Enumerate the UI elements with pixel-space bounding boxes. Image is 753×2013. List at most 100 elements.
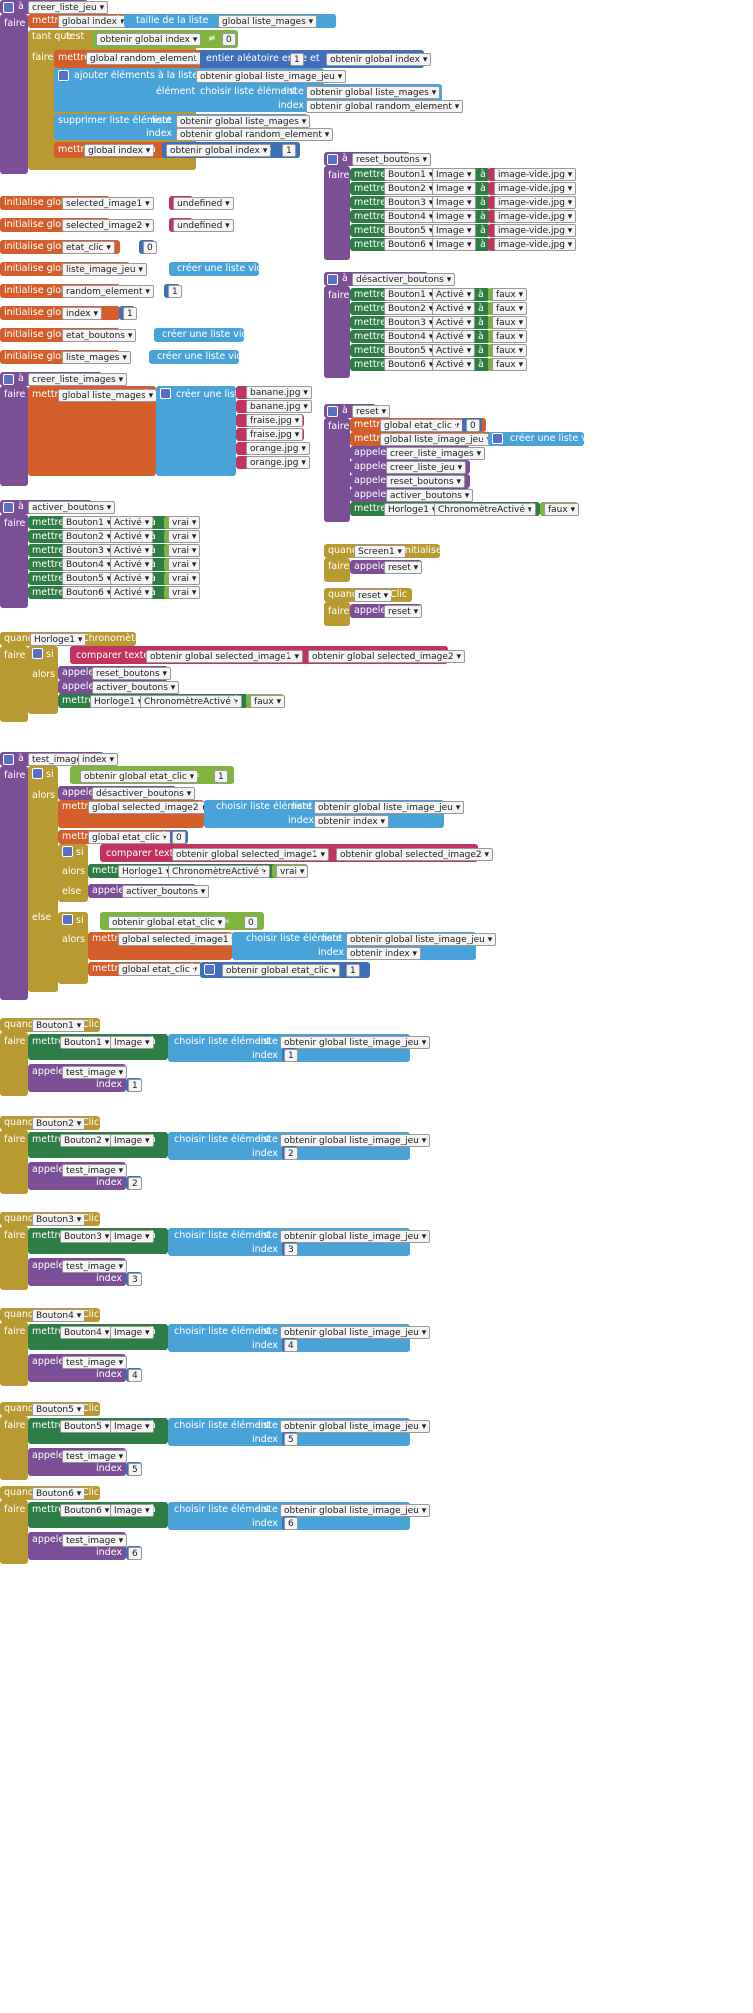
field-chip[interactable]: activer_boutons ▾	[92, 681, 180, 694]
field-chip[interactable]: test_image ▾	[62, 1260, 128, 1273]
field-chip[interactable]: Bouton4 ▾	[62, 558, 116, 571]
field-chip[interactable]: Activé ▾	[432, 358, 476, 371]
event-body[interactable]	[324, 602, 350, 626]
field-chip[interactable]: Bouton6 ▾	[32, 1487, 86, 1500]
field-chip[interactable]: global index ▾	[84, 144, 155, 157]
field-chip[interactable]: Bouton5 ▾	[384, 224, 438, 237]
field-chip[interactable]: obtenir global liste_image_jeu ▾	[280, 1420, 431, 1433]
value-block[interactable]	[154, 328, 244, 342]
procedure-body[interactable]	[0, 766, 28, 1000]
field-chip[interactable]: 4	[284, 1339, 298, 1352]
field-chip[interactable]: Activé ▾	[432, 288, 476, 301]
value-block[interactable]	[169, 262, 259, 276]
event-body[interactable]	[0, 1032, 28, 1096]
field-chip[interactable]: vrai ▾	[168, 516, 201, 529]
field-chip[interactable]: obtenir global index ▾	[96, 33, 202, 46]
field-chip[interactable]: creer_liste_jeu ▾	[28, 1, 109, 14]
field-chip[interactable]: Image ▾	[432, 210, 476, 223]
field-chip[interactable]: Bouton2 ▾	[60, 1134, 114, 1147]
field-chip[interactable]: obtenir global liste_image_jeu ▾	[314, 801, 465, 814]
field-chip[interactable]: Image ▾	[432, 168, 476, 181]
field-chip[interactable]: Bouton2 ▾	[384, 182, 438, 195]
field-chip[interactable]: Activé ▾	[110, 572, 154, 585]
field-chip[interactable]: ChronomètreActivé ▾	[434, 503, 537, 516]
procedure-body[interactable]	[0, 386, 28, 486]
field-chip[interactable]: liste_image_jeu ▾	[62, 263, 147, 276]
field-chip[interactable]: image-vide.jpg ▾	[494, 224, 577, 237]
event-body[interactable]	[0, 1500, 28, 1564]
field-chip[interactable]: vrai ▾	[276, 865, 309, 878]
field-chip[interactable]: creer_liste_images ▾	[386, 447, 486, 460]
field-chip[interactable]: obtenir global liste_image_jeu ▾	[280, 1036, 431, 1049]
field-chip[interactable]: Image ▾	[110, 1036, 154, 1049]
field-chip[interactable]: Image ▾	[110, 1134, 154, 1147]
field-chip[interactable]: 1	[284, 1049, 298, 1062]
procedure-body[interactable]	[0, 514, 28, 608]
field-chip[interactable]: Image ▾	[110, 1230, 154, 1243]
field-chip[interactable]: image-vide.jpg ▾	[494, 168, 577, 181]
field-chip[interactable]: 6	[128, 1547, 142, 1560]
field-chip[interactable]: reset_boutons ▾	[386, 475, 466, 488]
field-chip[interactable]: Horloge1 ▾	[384, 503, 441, 516]
field-chip[interactable]: test_image ▾	[62, 1066, 128, 1079]
field-chip[interactable]: obtenir global random_element ▾	[176, 128, 334, 141]
field-chip[interactable]: Bouton1 ▾	[384, 288, 438, 301]
field-chip[interactable]: Activé ▾	[110, 516, 154, 529]
field-chip[interactable]: Image ▾	[432, 196, 476, 209]
field-chip[interactable]: obtenir index ▾	[314, 815, 390, 828]
field-chip[interactable]: Activé ▾	[110, 544, 154, 557]
field-chip[interactable]: 1	[346, 964, 360, 977]
field-chip[interactable]: Activé ▾	[432, 330, 476, 343]
value-block[interactable]	[149, 350, 239, 364]
field-chip[interactable]: Bouton6 ▾	[62, 586, 116, 599]
field-chip[interactable]: obtenir global index ▾	[326, 53, 432, 66]
field-chip[interactable]: obtenir global random_element ▾	[306, 100, 464, 113]
field-chip[interactable]: global etat_clic ▾	[88, 831, 172, 844]
field-chip[interactable]: 1	[168, 285, 182, 298]
event-body[interactable]	[0, 1226, 28, 1290]
field-chip[interactable]: 5	[284, 1433, 298, 1446]
field-chip[interactable]: Bouton5 ▾	[384, 344, 438, 357]
field-chip[interactable]: faux ▾	[492, 316, 528, 329]
field-chip[interactable]: test_image ▾	[62, 1164, 128, 1177]
field-chip[interactable]: global etat_clic ▾	[118, 963, 202, 976]
field-chip[interactable]: ChronomètreActivé ▾	[168, 865, 271, 878]
field-chip[interactable]: Image ▾	[110, 1326, 154, 1339]
field-chip[interactable]: Bouton1 ▾	[60, 1036, 114, 1049]
field-chip[interactable]: 0	[244, 916, 258, 929]
field-chip[interactable]: vrai ▾	[168, 586, 201, 599]
field-chip[interactable]: test_image ▾	[62, 1450, 128, 1463]
field-chip[interactable]: Bouton5 ▾	[62, 572, 116, 585]
field-chip[interactable]: etat_boutons ▾	[62, 329, 137, 342]
field-chip[interactable]: global liste_mages ▾	[218, 15, 318, 28]
field-chip[interactable]: undefined ▾	[173, 219, 234, 232]
field-chip[interactable]: image-vide.jpg ▾	[494, 238, 577, 251]
field-chip[interactable]: activer_boutons ▾	[122, 885, 210, 898]
field-chip[interactable]: obtenir index ▾	[346, 947, 422, 960]
field-chip[interactable]: Bouton5 ▾	[32, 1403, 86, 1416]
field-chip[interactable]: 0	[143, 241, 157, 254]
field-chip[interactable]: Bouton6 ▾	[384, 358, 438, 371]
field-chip[interactable]: 1	[282, 144, 296, 157]
field-chip[interactable]: 4	[128, 1369, 142, 1382]
procedure-body[interactable]	[324, 166, 350, 260]
field-chip[interactable]: global liste_mages ▾	[58, 389, 158, 402]
field-chip[interactable]: Bouton2 ▾	[32, 1117, 86, 1130]
field-chip[interactable]: Activé ▾	[432, 344, 476, 357]
field-chip[interactable]: désactiver_boutons ▾	[352, 273, 456, 286]
field-chip[interactable]: faux ▾	[492, 344, 528, 357]
field-chip[interactable]: obtenir global liste_image_jeu ▾	[280, 1230, 431, 1243]
field-chip[interactable]: reset ▾	[384, 561, 423, 574]
event-body[interactable]	[324, 558, 350, 582]
field-chip[interactable]: image-vide.jpg ▾	[494, 210, 577, 223]
field-chip[interactable]: index ▾	[78, 753, 119, 766]
field-chip[interactable]: Bouton3 ▾	[62, 544, 116, 557]
field-chip[interactable]: Activé ▾	[110, 530, 154, 543]
event-body[interactable]	[0, 1322, 28, 1386]
field-chip[interactable]: Bouton2 ▾	[384, 302, 438, 315]
field-chip[interactable]: obtenir global selected_image2 ▾	[308, 650, 465, 663]
field-chip[interactable]: obtenir global liste_mages ▾	[176, 115, 311, 128]
field-chip[interactable]: liste_mages ▾	[62, 351, 131, 364]
field-chip[interactable]: Bouton3 ▾	[60, 1230, 114, 1243]
field-chip[interactable]: faux ▾	[250, 695, 286, 708]
